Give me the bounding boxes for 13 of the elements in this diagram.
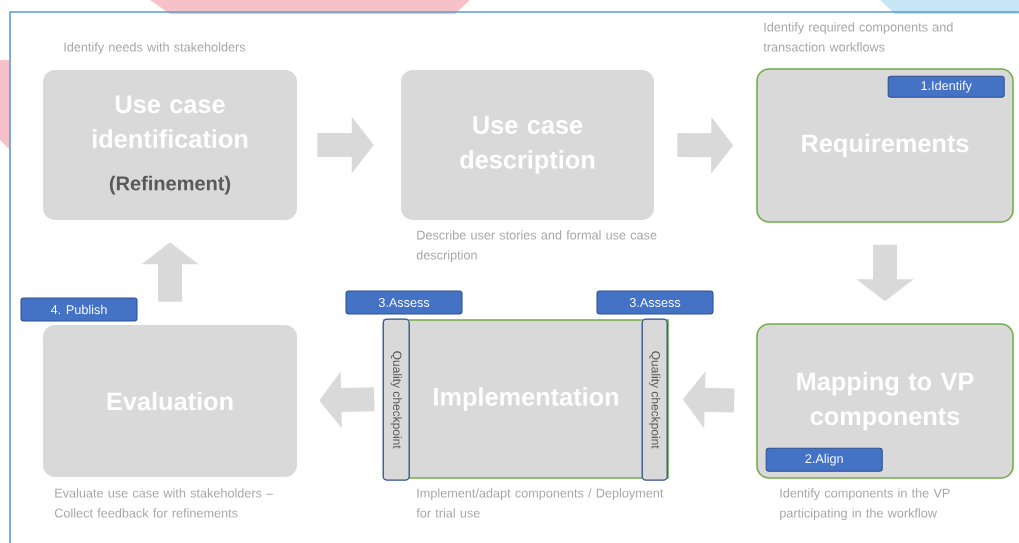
step-tag: 3.Assess bbox=[345, 290, 463, 315]
caption-text: Identify required components and transaction workflows bbox=[763, 22, 953, 52]
checkpoint-bar: Quality checkpoint bbox=[641, 318, 668, 481]
step-tag: 1.Identify bbox=[887, 75, 1005, 98]
step-tag: 3.Assess bbox=[596, 290, 714, 315]
caption-text: Evaluate use case with stakeholders – Collect feedback for refinements bbox=[54, 488, 274, 518]
checkpoint-bar: Quality checkpoint bbox=[382, 318, 410, 481]
caption-text: Implement/adapt components / Deployment for trial use bbox=[416, 488, 664, 518]
caption-text: Identify needs with stakeholders bbox=[64, 42, 246, 55]
step-tag: 4. Publish bbox=[20, 297, 138, 322]
caption-text: Describe user stories and formal use case description bbox=[416, 230, 657, 263]
caption-text: Identify components in the VP participating in the workflow bbox=[780, 488, 950, 521]
step-tag: 2.Align bbox=[765, 447, 883, 472]
